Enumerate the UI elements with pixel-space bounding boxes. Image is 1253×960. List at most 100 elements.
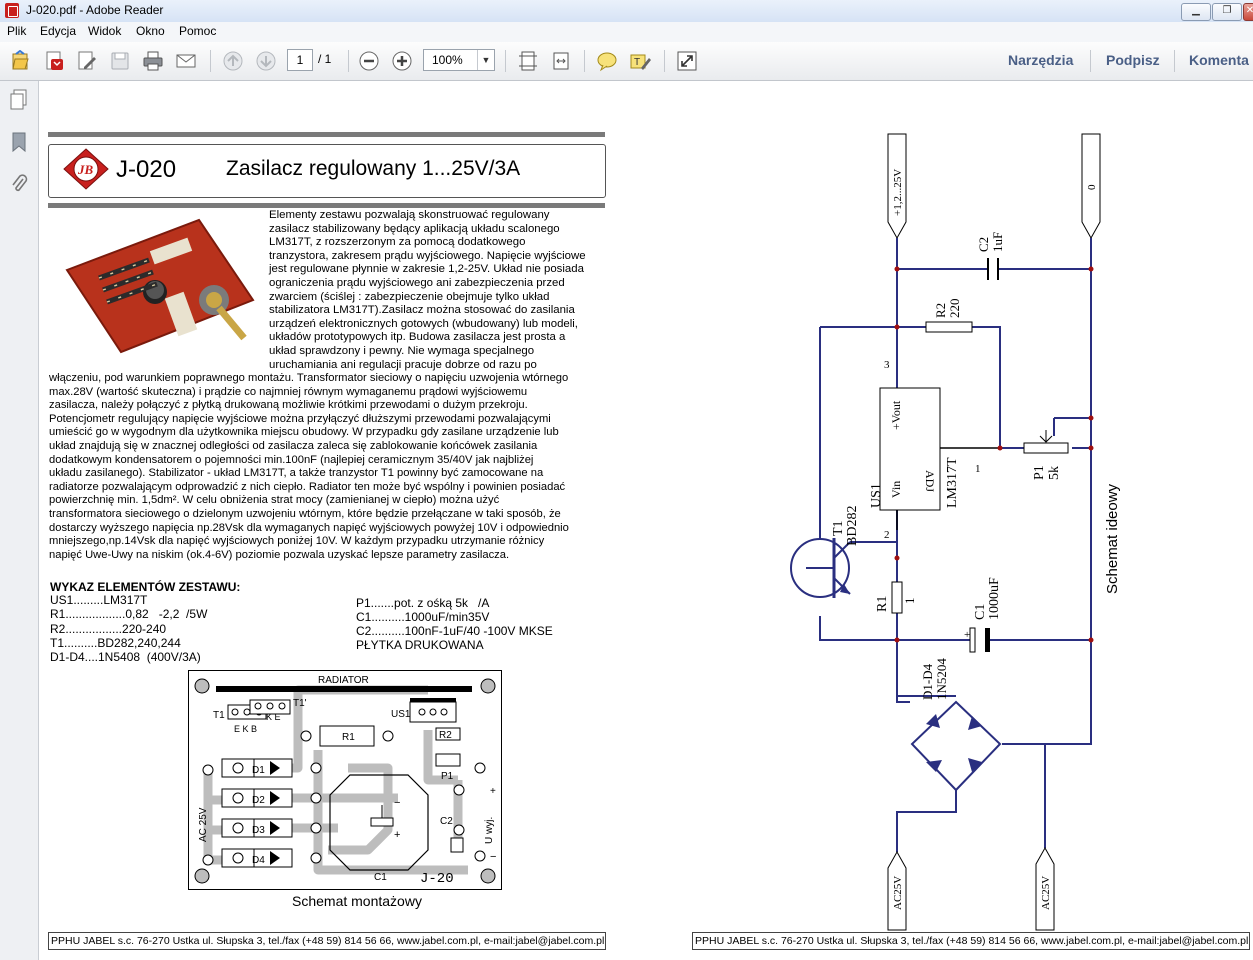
pcb-label: R1 (342, 732, 355, 743)
page-total: / 1 (318, 52, 332, 66)
schematic-label: 5k (1047, 466, 1062, 480)
text-line: tranzystora, zakresem prądu wyjściowego.… (269, 249, 586, 262)
pcb-label: E K B (234, 724, 257, 734)
edit-document-icon[interactable] (76, 50, 98, 72)
schematic-label: C2 (976, 237, 991, 252)
menu-plik[interactable]: Plik (7, 24, 27, 38)
page-footer-left: PPHU JABEL s.c. 76-270 Ustka ul. Słupska… (48, 932, 606, 950)
parts-item: D1-D4....1N5408 (400V/3A) (50, 650, 201, 664)
tools-link[interactable]: Narzędzia (1008, 52, 1074, 68)
schematic-label: 1 (902, 598, 917, 605)
create-pdf-icon[interactable] (43, 50, 65, 72)
text-line: jest regulowane płynnie w zakresie 1,2-2… (269, 263, 584, 276)
toolbar-separator (348, 50, 349, 72)
menu-edycja[interactable]: Edycja (40, 24, 77, 38)
product-photo (59, 212, 260, 358)
schematic-caption: Schemat ideowy (1104, 483, 1121, 594)
schematic-label: AC25V (1040, 876, 1052, 910)
window-title: J-020.pdf - Adobe Reader (26, 3, 164, 17)
page-number-input[interactable]: 1 (287, 49, 313, 71)
text-line: radiatorze pozwalającym odprowadzić z ni… (49, 480, 566, 493)
pcb-label: + (394, 829, 400, 841)
schematic-label: +Vout (889, 400, 903, 430)
save-icon[interactable] (109, 50, 131, 72)
minimize-button[interactable]: ▁ (1181, 3, 1211, 21)
pcb-label: − (394, 797, 400, 809)
maximize-button[interactable]: ❐ (1212, 3, 1242, 21)
schematic-label: 3 (884, 359, 890, 371)
text-line: układ znajdują się w znacznej odległości… (49, 439, 538, 452)
attachment-icon[interactable] (9, 173, 29, 195)
zoom-select[interactable]: 100% ▼ (423, 49, 495, 71)
parts-item: US1.........LM317T (50, 593, 148, 607)
highlight-icon[interactable]: T (629, 50, 651, 72)
pcb-label: US1 (391, 709, 411, 720)
menu-pomoc[interactable]: Pomoc (179, 24, 217, 38)
intro-text: Elementy zestawu pozwalają skonstruować … (269, 209, 604, 372)
pcb-label: + (490, 786, 496, 797)
bookmark-icon[interactable] (9, 131, 29, 153)
schematic-label: 220 (947, 299, 962, 319)
fit-page-icon[interactable] (517, 50, 539, 72)
text-line: dodatkowym kondensatorem o pojemności mi… (49, 453, 534, 466)
schematic-label: T1 (831, 520, 846, 536)
text-line: urządzeń elektronicznych gotowych (wbudo… (269, 317, 578, 330)
pcb-label: K E (266, 712, 281, 722)
next-page-icon[interactable] (255, 50, 277, 72)
schematic-label: AC25V (892, 876, 904, 910)
text-line: Potencjometr regulujący napięcie wyjścio… (49, 412, 551, 425)
previous-page-icon[interactable] (222, 50, 244, 72)
print-icon[interactable] (142, 50, 164, 72)
pcb-label: U wyj. (484, 817, 495, 844)
text-line: uruchamiania ani regulacji pracuje dobrz… (269, 358, 537, 371)
schematic-label: BD282 (845, 506, 860, 546)
schematic-label: P1 (1032, 465, 1047, 480)
comment-link[interactable]: Komenta (1189, 52, 1249, 68)
sign-link[interactable]: Podpisz (1106, 52, 1160, 68)
schematic-label: LM317T (945, 457, 960, 508)
toolbar-separator (664, 50, 665, 72)
close-button[interactable]: ✕ (1243, 3, 1253, 21)
pcb-label: P1 (441, 771, 454, 782)
chevron-down-icon[interactable]: ▼ (477, 50, 494, 70)
menu-okno[interactable]: Okno (136, 24, 165, 38)
text-line: zwarciem (ściślej : zabezpieczenie obejm… (269, 290, 550, 303)
zoom-in-icon[interactable] (391, 50, 413, 72)
toolbar-separator (1090, 50, 1091, 72)
page-thumbnails-icon[interactable] (9, 89, 29, 111)
body-text: włączeniu, pod warunkiem poprawnego mont… (49, 372, 604, 562)
menu-bar: Plik Edycja Widok Okno Pomoc (0, 22, 1253, 43)
main-toolbar: T Narzędzia Podpisz Komenta (0, 42, 1253, 81)
text-line: napięć Uwe-Uwy na niskim (ok.4-6V) pozio… (49, 548, 510, 561)
text-line: transformatora sieciowego o dzielonym uz… (49, 507, 561, 520)
pcb-label: RADIATOR (318, 675, 369, 686)
schematic-label: R1 (875, 596, 890, 612)
fit-width-icon[interactable] (550, 50, 572, 72)
text-line: stabilizatora LM317T).Zasilacz można sto… (269, 304, 575, 317)
title-box (48, 144, 606, 198)
pcb-label: D1 (252, 765, 265, 776)
text-line: powierzchnię min. 1,5dm². W celu obniżen… (49, 494, 500, 507)
schematic-label: ADJ (923, 470, 937, 492)
zoom-out-icon[interactable] (358, 50, 380, 72)
pcb-label: D4 (252, 855, 265, 866)
open-file-icon[interactable] (10, 50, 32, 72)
circuit-schematic: +1,2...25V 0 C2 1uF R2 220 3 +Vout Vin A… (790, 133, 1121, 931)
adobe-reader-icon (5, 3, 19, 18)
menu-widok[interactable]: Widok (88, 24, 122, 38)
comment-icon[interactable] (596, 50, 618, 72)
full-screen-icon[interactable] (676, 50, 698, 72)
pcb-label: T1 (213, 710, 225, 721)
navigation-sidebar (0, 81, 39, 960)
email-icon[interactable] (175, 50, 197, 72)
schematic-label: 2 (884, 529, 890, 541)
toolbar-separator (210, 50, 211, 72)
schematic-label: 1uF (990, 232, 1005, 252)
header-rule (48, 203, 605, 208)
parts-heading: WYKAZ ELEMENTÓW ZESTAWU: (50, 580, 241, 594)
text-line: max.28V (wartość skuteczna) i prądzie co… (49, 385, 528, 398)
pcb-caption: Schemat montażowy (292, 893, 422, 909)
parts-item: T1..........BD282,240,244 (50, 636, 181, 650)
product-title: Zasilacz regulowany 1...25V/3A (226, 157, 521, 180)
svg-text:+: + (964, 629, 970, 641)
